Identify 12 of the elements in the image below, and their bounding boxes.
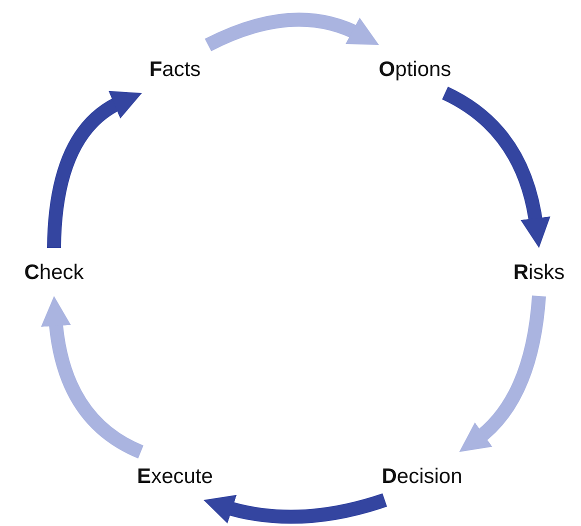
cycle-arrow — [442, 86, 550, 248]
cycle-arrow — [41, 296, 144, 458]
cycle-arrow — [204, 12, 380, 52]
step-label: Options — [378, 58, 452, 80]
cycle-arrow — [47, 92, 142, 248]
step-label: Facts — [149, 58, 201, 80]
step-label: Decision — [382, 466, 462, 486]
cycle-arrow — [203, 493, 387, 524]
step-label: Execute — [137, 466, 213, 486]
step-label: Check — [24, 262, 84, 282]
cycle-arrow — [460, 295, 546, 453]
step-label: Risks — [513, 262, 565, 282]
